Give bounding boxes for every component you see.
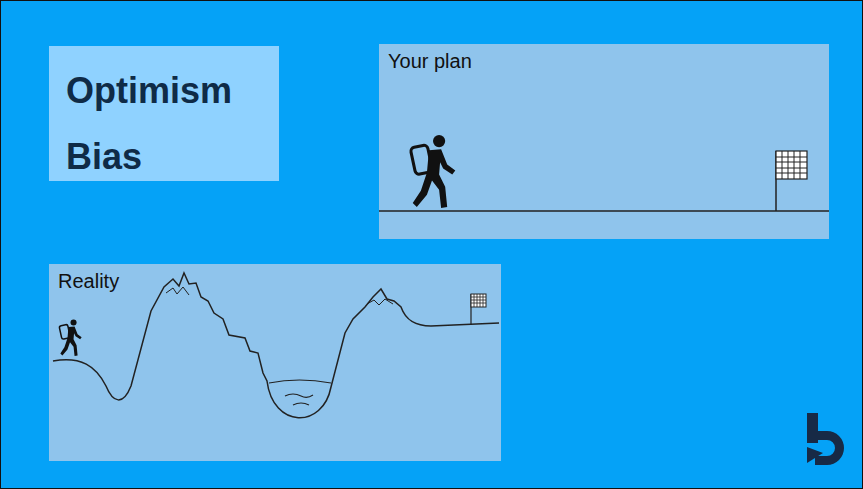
water-waves xyxy=(269,380,331,405)
title-text: Optimism Bias xyxy=(66,58,256,190)
rugged-terrain xyxy=(53,273,499,418)
logo xyxy=(807,413,844,465)
finish-flag xyxy=(776,151,807,211)
panel-box: Your plan xyxy=(379,44,829,239)
snow-caps xyxy=(166,287,393,305)
finish-flag xyxy=(471,294,486,325)
panel-box: Reality xyxy=(49,264,501,461)
hiker-icon xyxy=(410,135,455,208)
hiker-icon xyxy=(59,320,82,356)
panel-heading: Reality xyxy=(58,270,119,293)
panel-heading: Your plan xyxy=(388,50,472,73)
flat-path xyxy=(379,210,829,212)
title-box: Optimism Bias xyxy=(49,46,279,181)
